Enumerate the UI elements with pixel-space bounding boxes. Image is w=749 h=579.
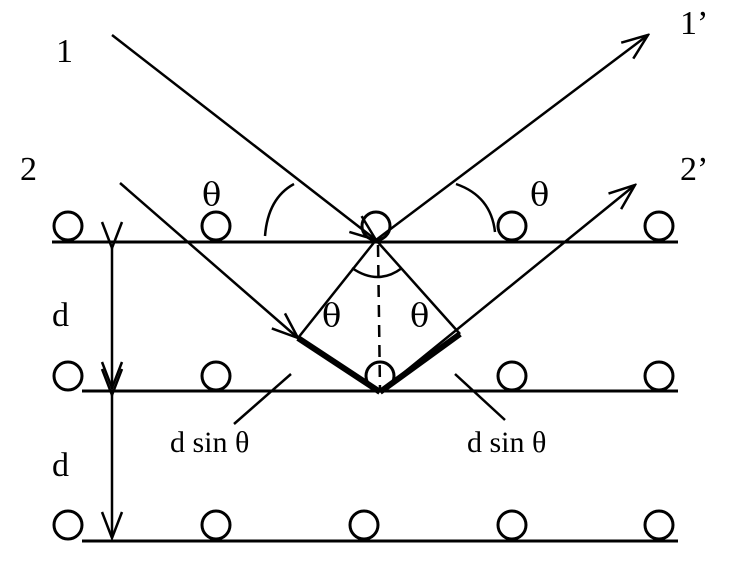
label-ray-1: 1 (56, 33, 73, 70)
atom (496, 509, 528, 541)
atom (643, 509, 675, 541)
normal-dashed (376, 244, 382, 391)
label-path-difference-left: d sin θ (170, 426, 249, 459)
path-difference-right (378, 331, 462, 395)
atom-row-top (52, 210, 675, 242)
label-theta-right: θ (410, 296, 429, 334)
angle-arc-incident (263, 182, 295, 237)
label-d-upper: d (52, 297, 69, 334)
label-d-lower: d (52, 447, 69, 484)
angle-arc-bottom (351, 266, 403, 279)
atom (52, 210, 84, 242)
label-theta-left: θ (322, 296, 341, 334)
perpendicular-left (297, 239, 377, 339)
atom (360, 210, 392, 242)
atom (52, 509, 84, 541)
leader-right (454, 373, 506, 421)
ray-2-incident (119, 182, 298, 338)
label-theta-reflected: θ (530, 175, 549, 213)
atom (643, 210, 675, 242)
label-ray-1-prime: 1’ (680, 5, 708, 42)
atom (52, 360, 84, 392)
label-theta-incident: θ (202, 175, 221, 213)
ray-1-incident (111, 34, 376, 240)
perpendicular-right (375, 239, 461, 335)
atom (348, 509, 380, 541)
path-difference-left (296, 335, 382, 395)
atom (200, 210, 232, 242)
label-ray-2-prime: 2’ (680, 151, 708, 188)
ray-1-reflected (375, 35, 648, 241)
atom (200, 360, 232, 392)
atom (496, 210, 528, 242)
label-path-difference-right: d sin θ (467, 426, 546, 459)
atom (643, 360, 675, 392)
atom-row-middle (52, 360, 675, 392)
angle-arc-reflected (455, 182, 497, 233)
atom (496, 360, 528, 392)
atom-row-bottom (52, 509, 675, 541)
leader-left (233, 373, 292, 425)
atom (200, 509, 232, 541)
label-ray-2: 2 (20, 151, 37, 188)
